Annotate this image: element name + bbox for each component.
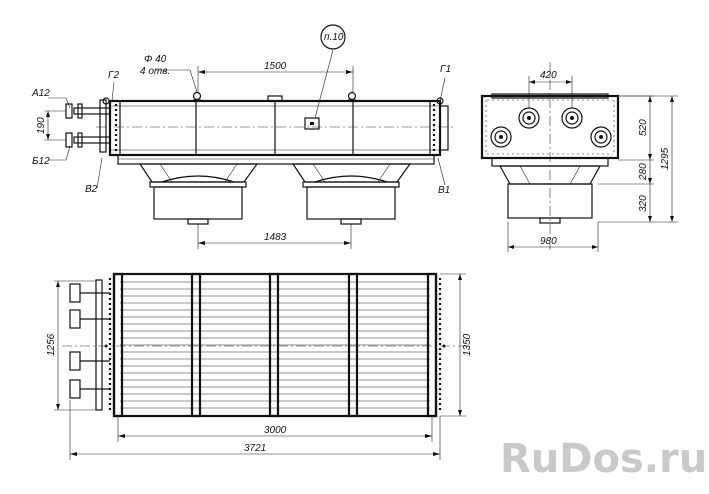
dim-side-width: 980 [540,236,557,247]
fan-unit-right [291,163,412,225]
dim-side-320: 320 [638,195,649,212]
nozzle-v1-label: В1 [438,185,450,196]
diameter-label: Φ 40 [144,54,167,65]
dim-plan-outer-height: 1350 [462,333,473,356]
nameplate [304,117,320,130]
lifting-lug-icon [102,91,444,105]
holes-label: 4 отв. [140,66,170,77]
dim-top-span: 1500 [264,61,287,72]
dim-plan-total-length: 3721 [244,443,266,454]
note-label: п.10 [324,32,344,43]
dim-plan-inner-height: 1256 [46,333,57,356]
inlet-nozzles [65,99,111,153]
nozzle-a-label: А12 [31,88,50,99]
nozzle-g2-label: Г2 [108,70,119,81]
note-balloon [320,24,346,50]
plan-nozzles [69,279,110,411]
dim-plan-core-length: 3000 [264,425,287,436]
front-view [44,24,456,249]
nozzle-g1-label: Г1 [440,64,451,75]
watermark-logo: RuDos.ru [500,436,707,482]
fan-unit-left [138,163,259,225]
dim-flange-pitch: 190 [36,117,47,134]
dim-fan-spacing: 1483 [264,232,287,243]
side-view [480,62,678,252]
tube-bundle [120,281,430,409]
dim-side-520: 520 [638,119,649,136]
dim-side-280: 280 [638,163,649,181]
plan-view [54,272,470,460]
nozzle-b-label: Б12 [32,156,50,167]
dim-side-total-height: 1295 [660,147,671,170]
dim-side-top-width: 420 [540,70,557,81]
nozzle-v2-label: В2 [85,184,98,195]
flange-icon [490,107,612,148]
flange-bolts [114,104,436,152]
